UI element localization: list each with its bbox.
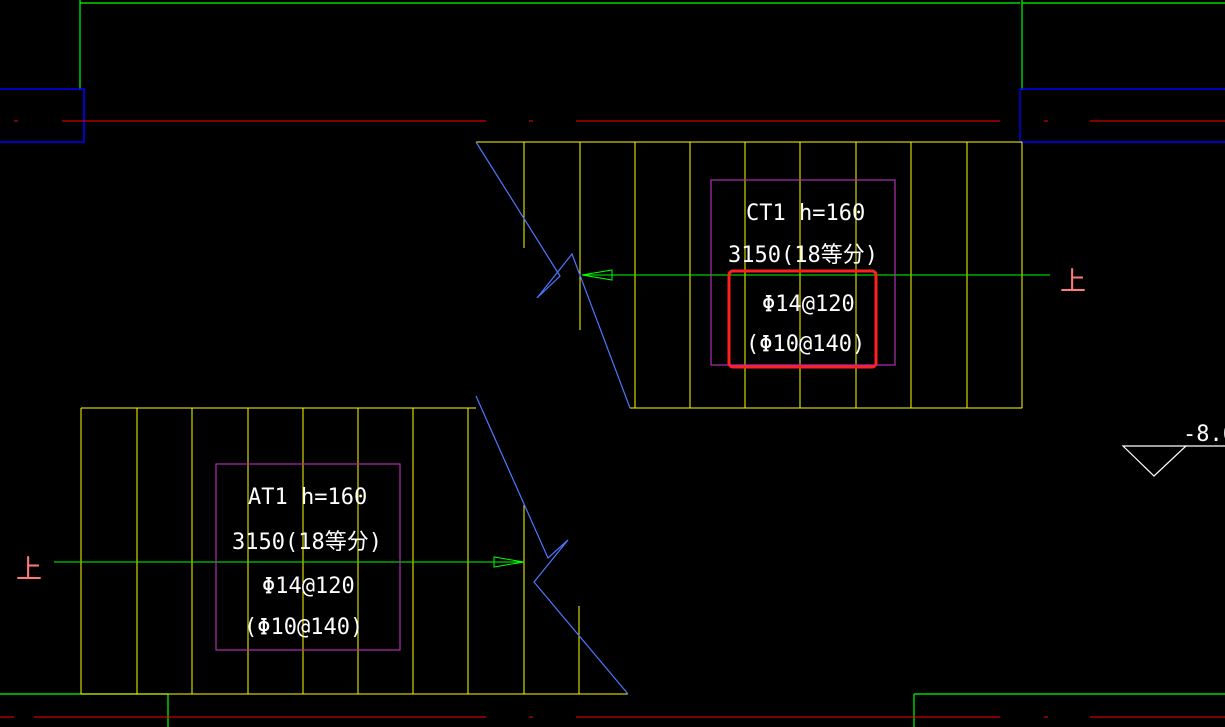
at1-dist-rebar[interactable]: (Φ10@140) (244, 615, 363, 640)
ct1-label-box (710, 179, 896, 366)
at1-up-label: 上 (16, 555, 42, 585)
elevation-triangle-icon (1121, 445, 1188, 477)
ct1-span[interactable]: 3150(18等分) (728, 243, 878, 268)
axis-lines (0, 120, 1225, 718)
beams (0, 88, 1225, 143)
beam-right (1019, 88, 1225, 143)
ct1-up-label: 上 (1060, 267, 1086, 297)
ct1-dist-rebar[interactable]: (Φ10@140) (746, 332, 865, 357)
ct1-title[interactable]: CT1 h=160 (746, 201, 865, 226)
at1-span[interactable]: 3150(18等分) (232, 530, 382, 555)
break-line-ct1 (475, 141, 631, 409)
stair-at1-outline (80, 407, 628, 695)
direction-arrows (54, 269, 1050, 568)
at1-arrowhead (493, 556, 525, 568)
at1-label-box (215, 463, 401, 651)
ct1-arrowhead (581, 269, 613, 281)
at1-main-rebar[interactable]: Φ14@120 (262, 574, 355, 599)
elevation-marker[interactable]: -8.6 (1121, 422, 1225, 477)
ct1-main-rebar[interactable]: Φ14@120 (762, 292, 855, 317)
at1-title[interactable]: AT1 h=160 (248, 485, 367, 510)
highlight-box[interactable] (727, 269, 878, 369)
break-line-at1 (475, 395, 629, 695)
elevation-value: -8.6 (1183, 422, 1225, 447)
